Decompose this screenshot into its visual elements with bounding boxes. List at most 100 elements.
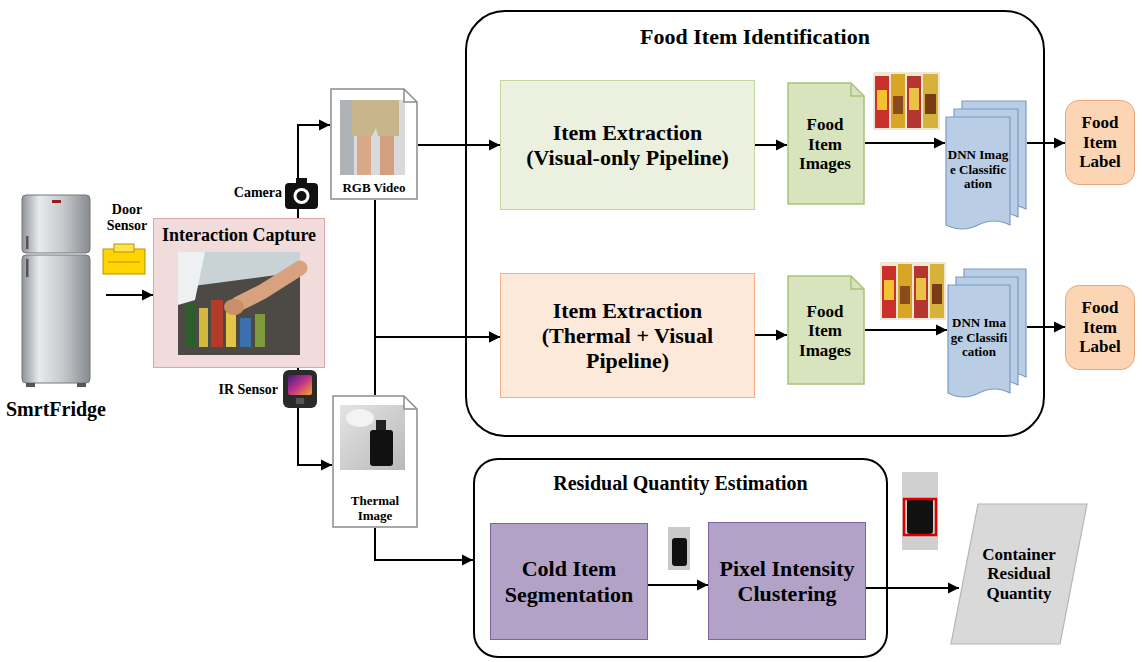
segmented-thumbnail	[668, 527, 690, 570]
video-document: RGB Video	[330, 88, 418, 200]
thermal-frame-part	[340, 405, 405, 470]
node-text: DNN Image Classification	[947, 148, 1009, 193]
node-text: Item Extraction	[553, 120, 703, 145]
arrow-head	[462, 555, 473, 566]
arrow-head	[319, 120, 330, 131]
capture-photo-part	[211, 300, 223, 347]
fridge-illustration-part	[52, 200, 61, 203]
door-sensor-icon-part	[114, 244, 134, 252]
arrow-line	[865, 142, 945, 144]
node-text: Food Item Label	[1068, 113, 1132, 172]
ir-sensor-icon-part	[283, 370, 317, 408]
stacked-document	[946, 117, 1010, 229]
document-fold	[851, 276, 864, 289]
capture-photo	[153, 218, 325, 368]
image-document: Food Item Images	[787, 275, 865, 385]
capture-photo-part	[178, 252, 205, 305]
flow-arrow	[865, 138, 945, 149]
food-thumbnails-part	[932, 284, 942, 304]
arrow-line	[375, 337, 500, 395]
arrow-line	[865, 329, 947, 331]
video-frame-part	[340, 100, 354, 175]
flow-arrow	[755, 140, 787, 151]
flow-arrow	[375, 200, 500, 343]
parallelogram-outline	[951, 504, 1087, 644]
node-text: Thermal Image	[335, 494, 415, 524]
flow-arrow	[375, 332, 500, 396]
document-fold	[404, 396, 417, 409]
arrow-head	[489, 332, 500, 343]
node-text: Food Item Label	[1068, 298, 1132, 357]
arrow-head	[142, 290, 153, 301]
node-text: Residual Quantity Estimation	[475, 472, 886, 495]
estimation-group: Residual Quantity EstimationCold Item Se…	[473, 458, 888, 658]
food-thumbnails-part	[923, 74, 938, 128]
arrow-head	[489, 140, 500, 151]
camera-icon-part	[294, 188, 310, 204]
food-thumbnails	[873, 72, 940, 130]
arrow-head	[776, 140, 787, 151]
fridge-node: SmrtFridge	[6, 190, 106, 425]
food-thumbnails-part	[930, 264, 944, 318]
node-text: Pixel Intensity Clustering	[715, 556, 859, 607]
video-frame-part	[340, 100, 405, 175]
food-thumbnails-part	[875, 76, 889, 128]
arrow-line	[375, 528, 473, 560]
output-parallelogram: Container Residual Quantity	[950, 503, 1088, 645]
node-text: Cold Item Segmentation	[497, 556, 641, 607]
flow-arrow	[866, 583, 959, 594]
flow-arrow	[1027, 322, 1065, 333]
segmented-thumbnail-part	[672, 538, 687, 566]
thermal-frame	[340, 405, 405, 470]
node-text: Container Residual Quantity	[972, 545, 1066, 604]
clustered-thumbnail-part	[907, 498, 933, 534]
video-frame	[340, 100, 405, 175]
label-box: Food Item Label	[1065, 285, 1135, 370]
node-text: Food Item Identification	[467, 24, 1043, 49]
node-text: Interaction Capture	[162, 225, 316, 246]
clustered-thumbnail-part	[904, 499, 936, 535]
identification-group: Food Item IdentificationItem Extraction(…	[465, 10, 1045, 437]
arrow-head	[934, 138, 945, 149]
capture-photo-part	[255, 314, 265, 347]
process-box: Cold Item Segmentation	[490, 523, 648, 640]
arrow-head	[321, 460, 332, 471]
food-thumbnails-part	[880, 262, 946, 320]
flow-arrow	[375, 528, 473, 566]
document-fold	[851, 83, 864, 96]
food-thumbnails-part	[909, 88, 919, 110]
fridge-illustration	[22, 195, 90, 387]
node-subtext: (Thermal + Visual Pipeline)	[507, 323, 748, 374]
thermal-frame-part	[370, 430, 393, 466]
capture-photo-part	[186, 303, 196, 347]
node-subtext: (Visual-only Pipeline)	[526, 145, 729, 170]
flow-arrow	[1027, 138, 1065, 149]
capture-photo-part	[199, 308, 208, 347]
ir-sensor-icon	[283, 370, 317, 408]
document-outline	[333, 396, 417, 527]
process-box: Pixel Intensity Clustering	[708, 522, 866, 640]
capture-photo-part	[226, 312, 236, 347]
fridge-illustration-part	[77, 383, 86, 387]
food-thumbnails-part	[877, 90, 887, 110]
arrow-head	[948, 583, 959, 594]
food-thumbnails-part	[882, 266, 896, 318]
thermal-frame-part	[346, 409, 374, 427]
classifier-stack: DNN Image Classification	[945, 100, 1027, 232]
capture-photo-part	[224, 299, 244, 315]
document-fold	[404, 89, 417, 102]
document-outline	[331, 89, 417, 199]
food-thumbnails-part	[884, 280, 894, 300]
arrow-line	[375, 200, 500, 337]
arrow-head	[1054, 138, 1065, 149]
arrow-head	[489, 332, 500, 343]
food-thumbnails-part	[907, 76, 921, 128]
fridge-illustration-part	[22, 255, 90, 383]
image-document: Food Item Images	[787, 82, 865, 205]
capture-box: Interaction Capture	[153, 218, 325, 368]
sensor-label: Door Sensor	[98, 202, 156, 234]
door-sensor-icon	[103, 244, 145, 274]
stacked-document	[948, 285, 1010, 397]
capture-photo-part	[153, 218, 325, 368]
